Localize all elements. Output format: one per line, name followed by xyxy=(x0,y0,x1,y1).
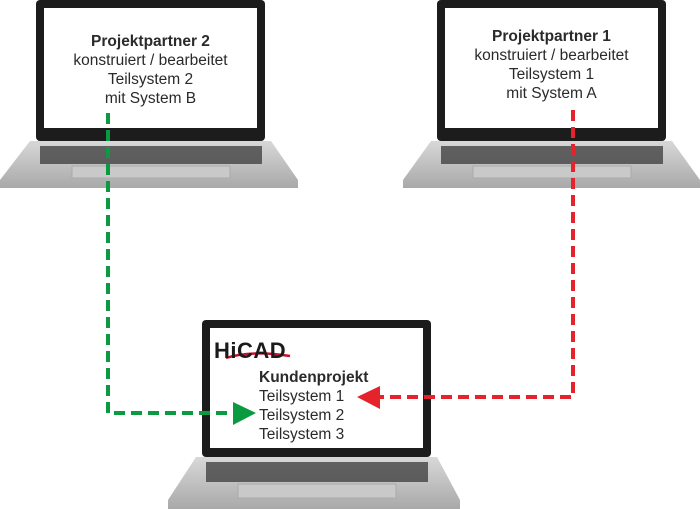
laptop-partner2 xyxy=(0,0,298,188)
laptop-partner1 xyxy=(403,0,700,188)
partner1-line1: konstruiert / bearbeitet xyxy=(474,47,629,64)
subsystem-item: Teilsystem 3 xyxy=(259,426,345,443)
hicad-logo: HiCAD xyxy=(214,338,287,363)
customer-title: Kundenprojekt xyxy=(259,369,369,386)
logo-swoosh xyxy=(225,352,291,360)
partner1-title: Projektpartner 1 xyxy=(492,28,611,45)
green-flow-arrow xyxy=(106,113,256,425)
red-flow-arrow xyxy=(357,110,575,409)
partner1-text: Projektpartner 1 konstruiert / bearbeite… xyxy=(445,27,658,103)
partner1-line2: Teilsystem 1 xyxy=(508,66,595,83)
partner1-line3: mit System A xyxy=(506,85,597,102)
subsystem-item: Teilsystem 1 xyxy=(259,388,345,405)
partner2-text: Projektpartner 2 konstruiert / bearbeite… xyxy=(44,32,257,108)
partner2-title: Projektpartner 2 xyxy=(91,33,210,50)
subsystem-item: Teilsystem 2 xyxy=(259,407,345,424)
partner2-line2: Teilsystem 2 xyxy=(107,71,194,88)
laptop-customer xyxy=(168,320,460,509)
partner2-line1: konstruiert / bearbeitet xyxy=(73,52,228,69)
partner2-line3: mit System B xyxy=(104,90,197,107)
customer-text: Kundenprojekt Teilsystem 1 Teilsystem 2 … xyxy=(259,368,368,444)
